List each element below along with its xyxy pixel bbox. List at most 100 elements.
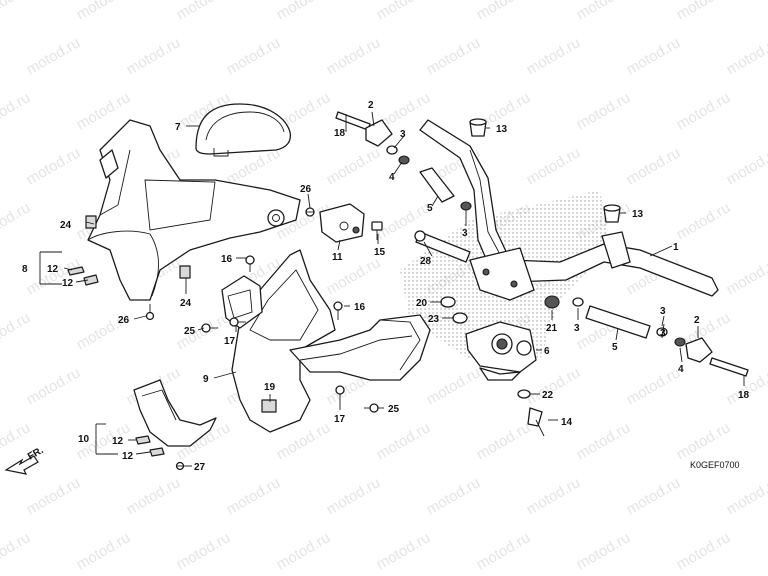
bolt-25a: [201, 323, 218, 333]
callout-6: 6: [544, 346, 550, 357]
bushing-20: [440, 296, 456, 308]
rubber-2b: [685, 337, 713, 363]
watermark-text: motod.ru: [24, 144, 84, 188]
callout-27: 27: [194, 462, 206, 473]
diagram-code: K0GEF0700: [690, 460, 740, 470]
callout-9: 9: [203, 374, 209, 385]
shaft-5a: [419, 167, 455, 203]
watermark-text: motod.ru: [674, 89, 734, 133]
callout-4b: 4: [678, 364, 684, 375]
screw-26a: [305, 207, 315, 217]
handle-cover-front: [87, 119, 301, 301]
callout-12d: 12: [122, 451, 134, 462]
watermark-text: motod.ru: [524, 144, 584, 188]
callout-22: 22: [542, 390, 554, 401]
bolt-25b: [364, 403, 379, 413]
callout-26a: 26: [300, 184, 312, 195]
leader-lines: [39, 111, 745, 467]
duct-panel: [289, 314, 431, 381]
watermark-text: motod.ru: [24, 474, 84, 518]
watermark-text: motod.ru: [74, 529, 134, 573]
callout-23: 23: [428, 314, 440, 325]
collar-13b: [603, 204, 621, 223]
rubber-2a: [365, 119, 393, 147]
callout-3b: 3: [462, 228, 468, 239]
screw-27: [175, 461, 185, 471]
clip-24b: [179, 265, 191, 279]
callout-26b: 26: [118, 315, 130, 326]
watermark-text: motod.ru: [24, 364, 84, 408]
watermark-text: motod.ru: [174, 529, 234, 573]
watermark-text: motod.ru: [324, 34, 384, 78]
callout-16a: 16: [221, 254, 233, 265]
watermark-text: motod.ru: [124, 34, 184, 78]
callout-12b: 12: [62, 278, 74, 289]
watermark-text: motod.ru: [274, 0, 334, 23]
washer-3c: [572, 297, 584, 307]
washer-3a: [386, 145, 398, 155]
callout-8: 8: [22, 264, 28, 275]
watermark-text: motod.ru: [724, 474, 768, 518]
bolt-16b: [333, 301, 343, 320]
callout-3c: 3: [660, 306, 666, 317]
watermark-text: motod.ru: [624, 364, 684, 408]
bolt-17b: [335, 385, 345, 404]
callout-14: 14: [561, 417, 573, 428]
watermark-text: motod.ru: [474, 0, 534, 23]
watermark-text: motod.ru: [224, 474, 284, 518]
watermark-text: motod.ru: [174, 0, 234, 23]
callout-24b: 24: [180, 298, 192, 309]
shaft-5b: [585, 305, 651, 339]
callout-21: 21: [546, 323, 558, 334]
rear-cover-9: [221, 249, 336, 433]
watermark-text: motod.ru: [724, 254, 768, 298]
bolt-28: [414, 230, 471, 263]
watermark-text: motod.ru: [574, 89, 634, 133]
callout-18b: 18: [738, 390, 750, 401]
bushing-23: [452, 312, 468, 324]
watermark-text: motod.ru: [624, 34, 684, 78]
watermark-text: motod.ru: [24, 34, 84, 78]
bushing-21: [544, 295, 560, 309]
callout-5b: 5: [612, 342, 618, 353]
front-cover-7: [195, 103, 292, 157]
washer-22: [517, 389, 531, 399]
bolt-17a: [229, 317, 246, 327]
bolt-14: [527, 407, 545, 437]
callout-16b: 16: [354, 302, 366, 313]
callout-10: 10: [78, 434, 90, 445]
callout-24a: 24: [60, 220, 72, 231]
watermark-text: motod.ru: [374, 0, 434, 23]
watermark-text: motod.ru: [0, 0, 33, 23]
watermark-text: motod.ru: [674, 529, 734, 573]
callout-25a: 25: [184, 326, 196, 337]
callout-15: 15: [374, 247, 386, 258]
watermark-text: motod.ru: [424, 364, 484, 408]
watermark-text: motod.ru: [324, 144, 384, 188]
watermark-text: motod.ru: [0, 89, 33, 133]
bolt-15: [371, 221, 383, 240]
callout-19: 19: [264, 382, 276, 393]
bottom-cover-10: [133, 379, 217, 457]
watermark-text: motod.ru: [524, 34, 584, 78]
callout-3d: 3: [574, 323, 580, 334]
callout-7: 7: [175, 122, 181, 133]
callout-2a: 2: [368, 100, 374, 111]
front-label: FR.: [26, 445, 46, 463]
watermark-text: motod.ru: [524, 474, 584, 518]
screw-26b: [145, 304, 155, 321]
callout-25b: 25: [388, 404, 400, 415]
callout-17a: 17: [224, 336, 236, 347]
watermark-text: motod.ru: [0, 309, 33, 353]
watermark-text: motod.ru: [474, 419, 534, 463]
callout-13a: 13: [496, 124, 508, 135]
callout-13b: 13: [632, 209, 644, 220]
watermark-text: motod.ru: [324, 474, 384, 518]
watermark-text: motod.ru: [124, 474, 184, 518]
front-arrow: FR.: [4, 445, 46, 475]
watermark-text: motod.ru: [24, 254, 84, 298]
watermark-text: motod.ru: [674, 419, 734, 463]
watermark-text: motod.ru: [374, 419, 434, 463]
